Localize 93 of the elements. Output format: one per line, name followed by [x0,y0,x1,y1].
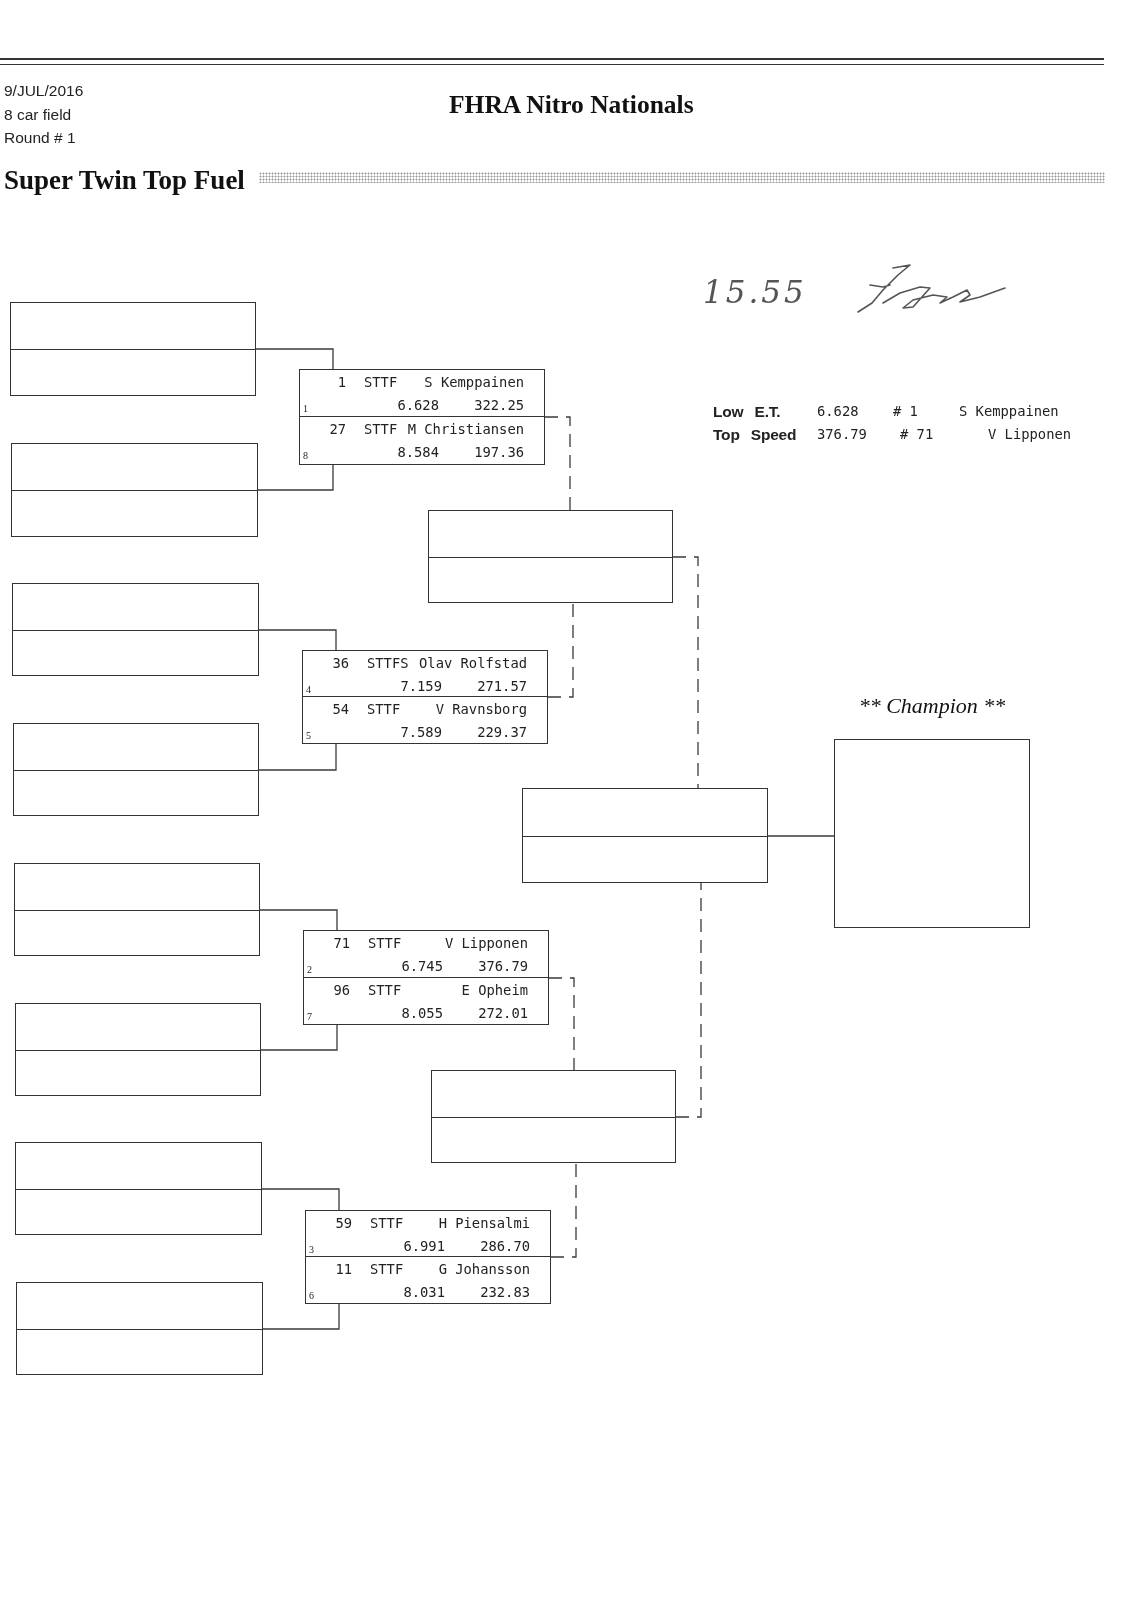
class-code: STTF [370,1214,404,1232]
class-code: STTF [370,1260,404,1278]
speed-value: 197.36 [474,443,524,461]
seed-number: 3 [309,1244,314,1256]
date-text: 9/JUL/2016 [4,81,84,100]
field-size-text: 8 car field [4,105,72,124]
car-number: 36 [332,654,349,672]
dashed-connector-line [547,602,574,698]
connector-line [257,464,334,491]
car-number: 27 [329,420,346,438]
seed-number: 6 [309,1290,314,1302]
car-number: 96 [333,981,350,999]
handwritten-note: 15.55 [703,274,807,310]
page-title: FHRA Nitro Nationals [449,90,694,120]
empty-bracket-box [431,1070,676,1163]
matchup-box [302,650,548,744]
connector-line [262,1303,340,1330]
round-text: Round # 1 [4,128,76,147]
driver-name: S Kemppainen [424,373,524,391]
empty-bracket-box [11,443,258,537]
empty-bracket-box [15,1003,261,1096]
car-number: # 71 [900,425,934,443]
empty-bracket-box [12,583,259,676]
driver-name: G Johansson [438,1260,530,1278]
speed-value: 272.01 [478,1004,528,1022]
elapsed-time: 8.031 [403,1283,445,1301]
dashed-connector-line [550,1162,577,1258]
dashed-connector-line [544,416,571,511]
connector-line [259,909,338,931]
champion-heading: ** Champion ** [858,693,1006,719]
class-code: STTF [367,700,401,718]
matchup-box [305,1210,551,1304]
empty-bracket-box [15,1142,262,1235]
elapsed-time: 8.584 [397,443,439,461]
speed-value: 271.57 [477,677,527,695]
connector-line [260,1024,338,1051]
dashed-connector-line [548,977,575,1071]
car-number: 59 [335,1214,352,1232]
driver-name: E Opheim [461,981,528,999]
driver-name: V Ravnsborg [435,700,527,718]
stat-value: 6.628 [817,402,859,420]
class-code: STTF [368,934,402,952]
empty-bracket-box [14,863,260,956]
connector-line [767,835,835,837]
seed-number: 5 [306,730,311,742]
connector-line [258,629,337,651]
speed-value: 286.70 [480,1237,530,1255]
stat-label: Low E.T. [713,402,781,421]
matchup-box [303,930,549,1025]
class-code: STTFS [367,654,409,672]
speed-value: 322.25 [474,396,524,414]
connector-line [261,1188,340,1211]
class-code: STTF [368,981,402,999]
empty-bracket-box [522,788,768,883]
class-heading: Super Twin Top Fuel [4,165,245,196]
elapsed-time: 6.991 [403,1237,445,1255]
class-code: STTF [364,420,398,438]
class-code: STTF [364,373,398,391]
car-number: 11 [335,1260,352,1278]
elapsed-time: 8.055 [401,1004,443,1022]
stat-value: 376.79 [817,425,867,443]
car-number: 1 [337,373,346,391]
car-number: # 1 [893,402,918,420]
driver-name: M Christiansen [407,420,524,438]
dashed-connector-line [675,882,702,1118]
matchup-box [299,369,545,465]
driver-name: Olav Rolfstad [419,654,527,672]
elapsed-time: 6.628 [397,396,439,414]
speed-value: 376.79 [478,957,528,975]
connector-line [255,348,334,370]
seed-number: 7 [307,1011,312,1023]
stat-label: Top Speed [713,425,797,444]
speed-value: 229.37 [477,723,527,741]
seed-number: 1 [303,403,308,415]
seed-number: 2 [307,964,312,976]
elapsed-time: 7.589 [400,723,442,741]
dashed-connector-line [672,556,699,789]
driver-name: H Piensalmi [438,1214,530,1232]
driver-name: S Kemppainen [959,402,1059,420]
empty-bracket-box [10,302,256,396]
elapsed-time: 7.159 [400,677,442,695]
empty-bracket-box [16,1282,263,1375]
connector-line [258,743,337,771]
empty-bracket-box [13,723,259,816]
seed-number: 8 [303,450,308,462]
driver-name: V Lipponen [444,934,528,952]
empty-bracket-box [428,510,673,603]
car-number: 54 [332,700,349,718]
elapsed-time: 6.745 [401,957,443,975]
speed-value: 232.83 [480,1283,530,1301]
driver-name: V Lipponen [988,425,1072,443]
seed-number: 4 [306,684,311,696]
car-number: 71 [333,934,350,952]
